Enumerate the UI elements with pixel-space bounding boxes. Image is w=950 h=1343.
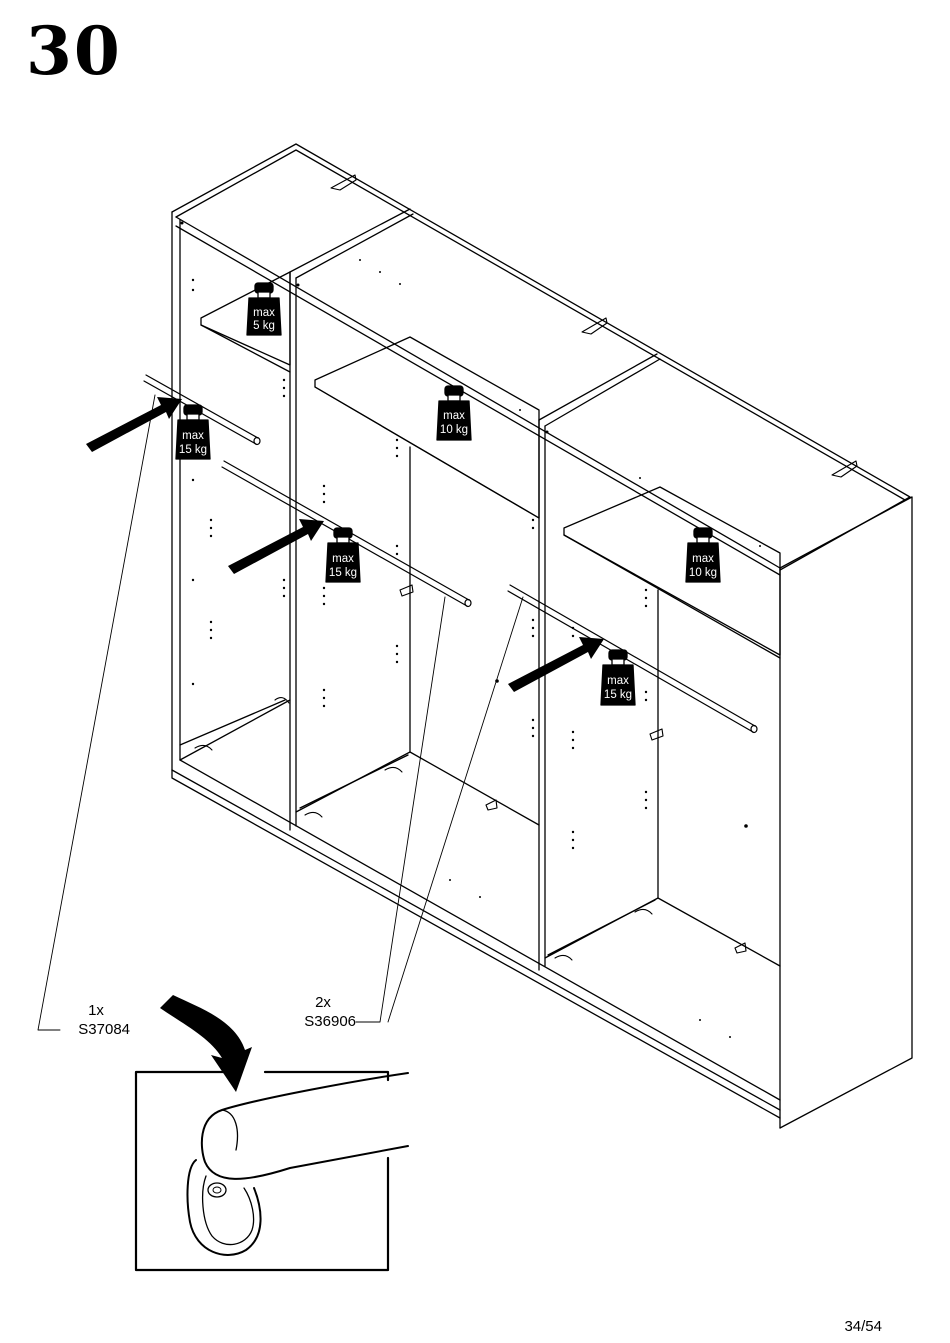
weight-icon: max 15 kg xyxy=(325,527,361,583)
arrow-left-rail xyxy=(86,397,182,452)
arrow-middle-rail xyxy=(228,519,324,574)
svg-text:15 kg: 15 kg xyxy=(179,444,207,456)
arrow-right-rail xyxy=(508,637,604,692)
svg-text:max: max xyxy=(332,553,354,565)
shelf-pin-holes xyxy=(180,221,761,1038)
svg-text:15 kg: 15 kg xyxy=(329,567,357,579)
insert-arrows xyxy=(86,397,604,692)
svg-text:max: max xyxy=(607,675,629,687)
svg-text:10 kg: 10 kg xyxy=(440,424,468,436)
fittings xyxy=(194,174,858,961)
part-code: S37084 xyxy=(78,1021,130,1038)
weight-icon: max 10 kg xyxy=(685,527,721,583)
svg-text:max: max xyxy=(182,430,204,442)
weight-icons: max 5 kg max 10 kg max 15 kg max 15 kg xyxy=(175,282,721,706)
part-label-rail-long: 1x S37084 xyxy=(40,1001,130,1039)
weight-icon: max 15 kg xyxy=(175,404,211,460)
step-number: 30 xyxy=(26,12,122,90)
part-quantity: 1x xyxy=(88,1002,104,1019)
svg-text:max: max xyxy=(443,410,465,422)
wardrobe-carcass xyxy=(171,143,913,1129)
part-label-rail-short: 2x S36906 xyxy=(268,993,356,1031)
detail-insert-arrow xyxy=(160,995,252,1092)
svg-text:max: max xyxy=(253,307,275,319)
svg-text:10 kg: 10 kg xyxy=(689,567,717,579)
page-number: 34/54 xyxy=(844,1318,882,1335)
weight-icon: max 15 kg xyxy=(600,649,636,706)
svg-text:15 kg: 15 kg xyxy=(604,689,632,701)
svg-text:max: max xyxy=(692,553,714,565)
part-code: S36906 xyxy=(304,1013,356,1030)
detail-inset xyxy=(134,995,409,1272)
leader-lines xyxy=(37,394,524,1031)
weight-icon: max 10 kg xyxy=(436,385,472,441)
shelves xyxy=(200,271,781,659)
svg-text:5 kg: 5 kg xyxy=(253,320,275,332)
part-quantity: 2x xyxy=(315,994,331,1011)
weight-icon: max 5 kg xyxy=(246,282,282,336)
